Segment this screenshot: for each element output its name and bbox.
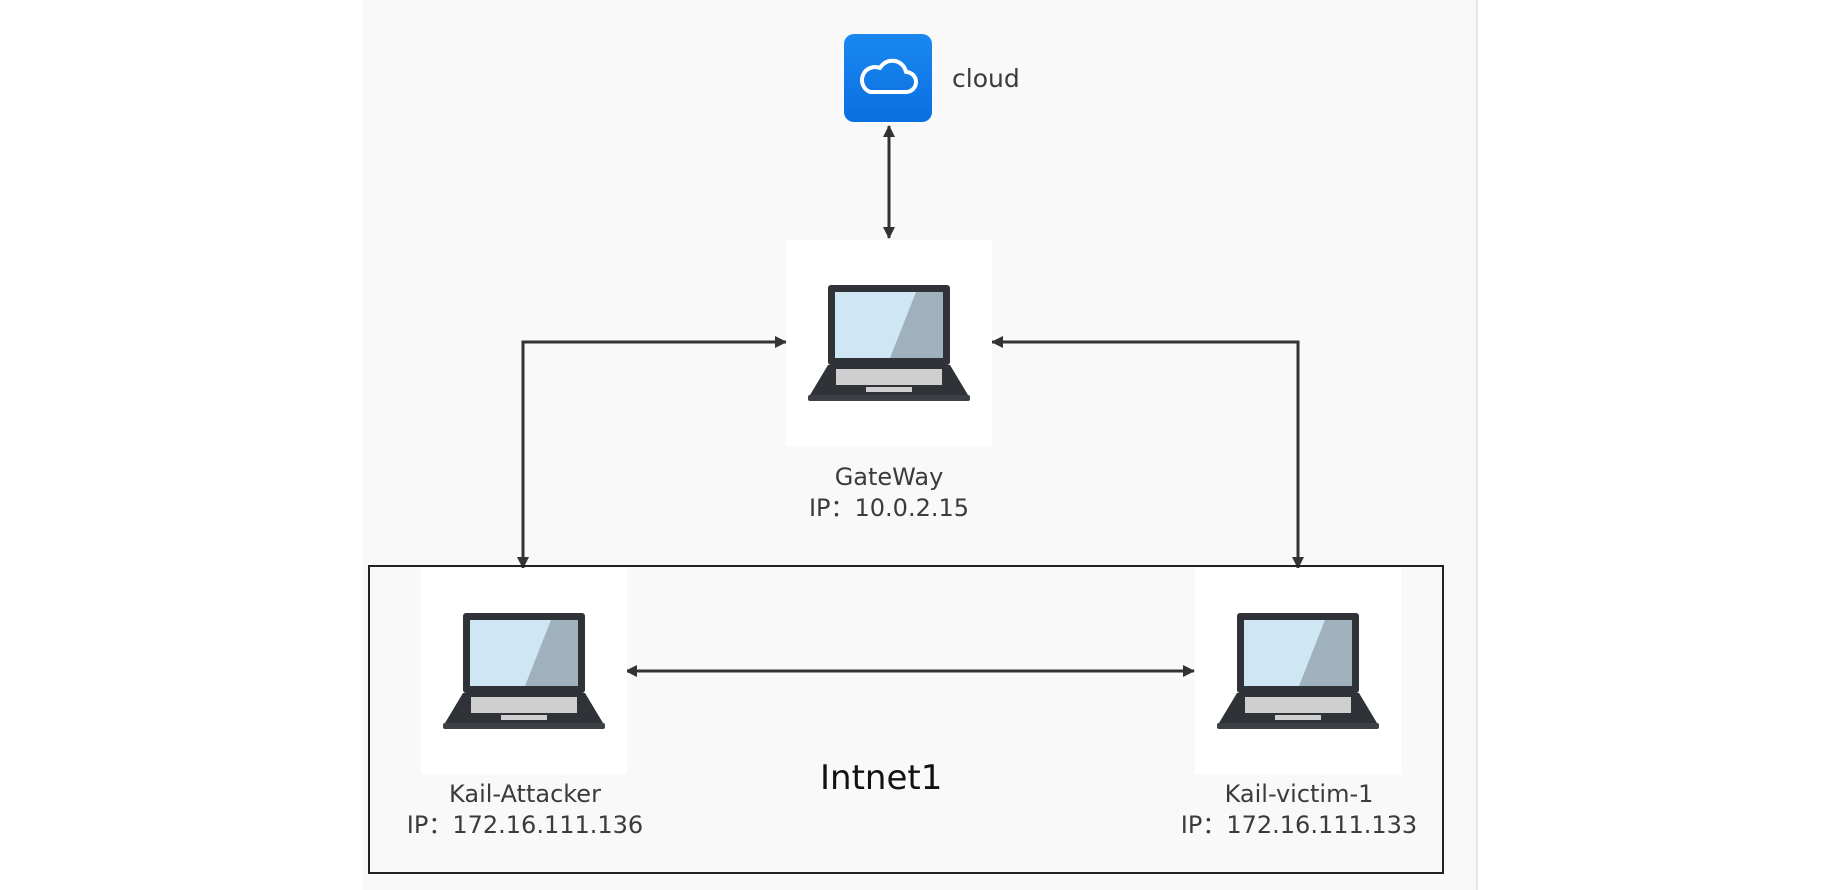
attacker-node[interactable]: [421, 568, 627, 774]
victim-ip: IP：172.16.111.133: [1180, 811, 1418, 839]
intnet-group-box: [368, 565, 1444, 874]
gateway-ip: IP：10.0.2.15: [808, 494, 970, 522]
laptop-icon: [443, 613, 605, 729]
edge-gateway-attacker: [517, 336, 787, 569]
victim-node[interactable]: [1195, 568, 1401, 774]
victim-name: Kail-victim-1: [1224, 780, 1374, 808]
gateway-node[interactable]: [786, 240, 992, 446]
cloud-label: cloud: [952, 64, 1020, 93]
attacker-name: Kail-Attacker: [449, 780, 601, 808]
attacker-ip: IP：172.16.111.136: [406, 811, 644, 839]
canvas-border: [1476, 0, 1478, 890]
cloud-icon: [844, 34, 932, 122]
network-label: Intnet1: [820, 758, 943, 798]
laptop-icon: [1217, 613, 1379, 729]
edge-gateway-victim: [991, 336, 1304, 569]
gateway-name: GateWay: [834, 463, 944, 491]
laptop-icon: [808, 285, 970, 401]
